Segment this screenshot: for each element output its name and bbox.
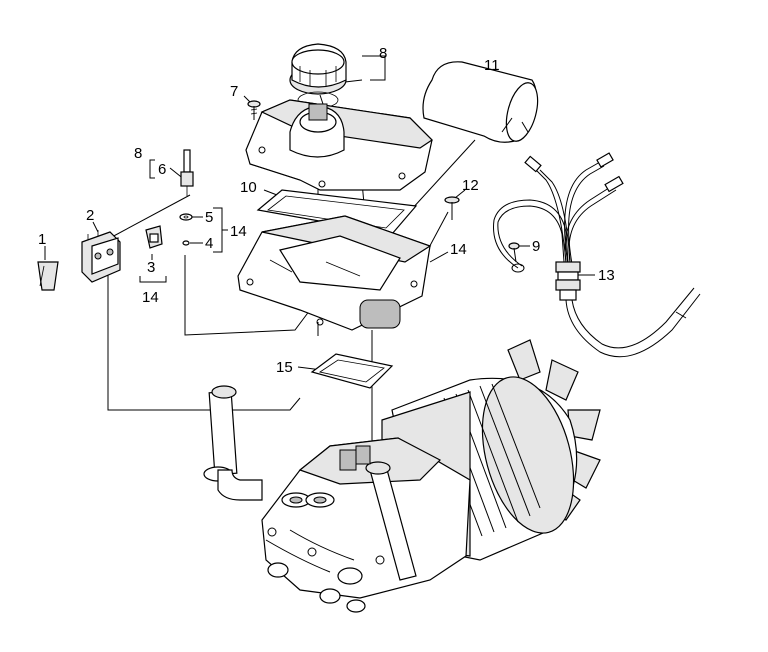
callout-8-left: 8: [134, 145, 142, 162]
pump-head: [203, 385, 471, 613]
part-11-capacitor: [422, 61, 539, 143]
callout-1: 1: [38, 231, 46, 248]
callout-3: 3: [147, 259, 155, 276]
part-12-screw: [444, 196, 460, 220]
part-1-plate: [37, 261, 59, 291]
power-cord: [565, 287, 701, 358]
part-15-seal: [310, 353, 394, 389]
callout-5: 5: [205, 209, 213, 226]
callout-7: 7: [230, 83, 238, 100]
cover-housing: [245, 99, 433, 191]
part-8-cap: [289, 43, 347, 109]
part-3-clip: [145, 225, 163, 249]
callout-6: 6: [158, 161, 166, 178]
callout-labels: 1 2 3 4 5 6 7 8 8 9 10 11 12 13 14 14 14…: [38, 45, 615, 376]
lower-housing: [237, 215, 432, 336]
callout-2: 2: [86, 207, 94, 224]
callout-4: 4: [205, 235, 213, 252]
callout-10: 10: [240, 179, 257, 196]
part-2-pressure-switch: [81, 230, 121, 283]
part-6-pin: [180, 149, 194, 196]
callout-13: 13: [598, 267, 615, 284]
part-5-washer: [179, 213, 193, 221]
callout-8-top: 8: [379, 45, 387, 62]
cables: [493, 152, 624, 269]
callout-9: 9: [532, 238, 540, 255]
callout-14-bottom: 14: [142, 289, 159, 306]
callout-14-bracket: 14: [230, 223, 247, 240]
part-13-cable-gland: [555, 261, 581, 301]
callout-14-right: 14: [450, 241, 467, 258]
callout-12: 12: [462, 177, 479, 194]
part-4-o-ring: [182, 240, 190, 246]
part-9-ground-clip: [508, 242, 525, 273]
part-7-screw: [247, 100, 261, 120]
callout-15: 15: [276, 359, 293, 376]
callout-11: 11: [484, 57, 500, 74]
